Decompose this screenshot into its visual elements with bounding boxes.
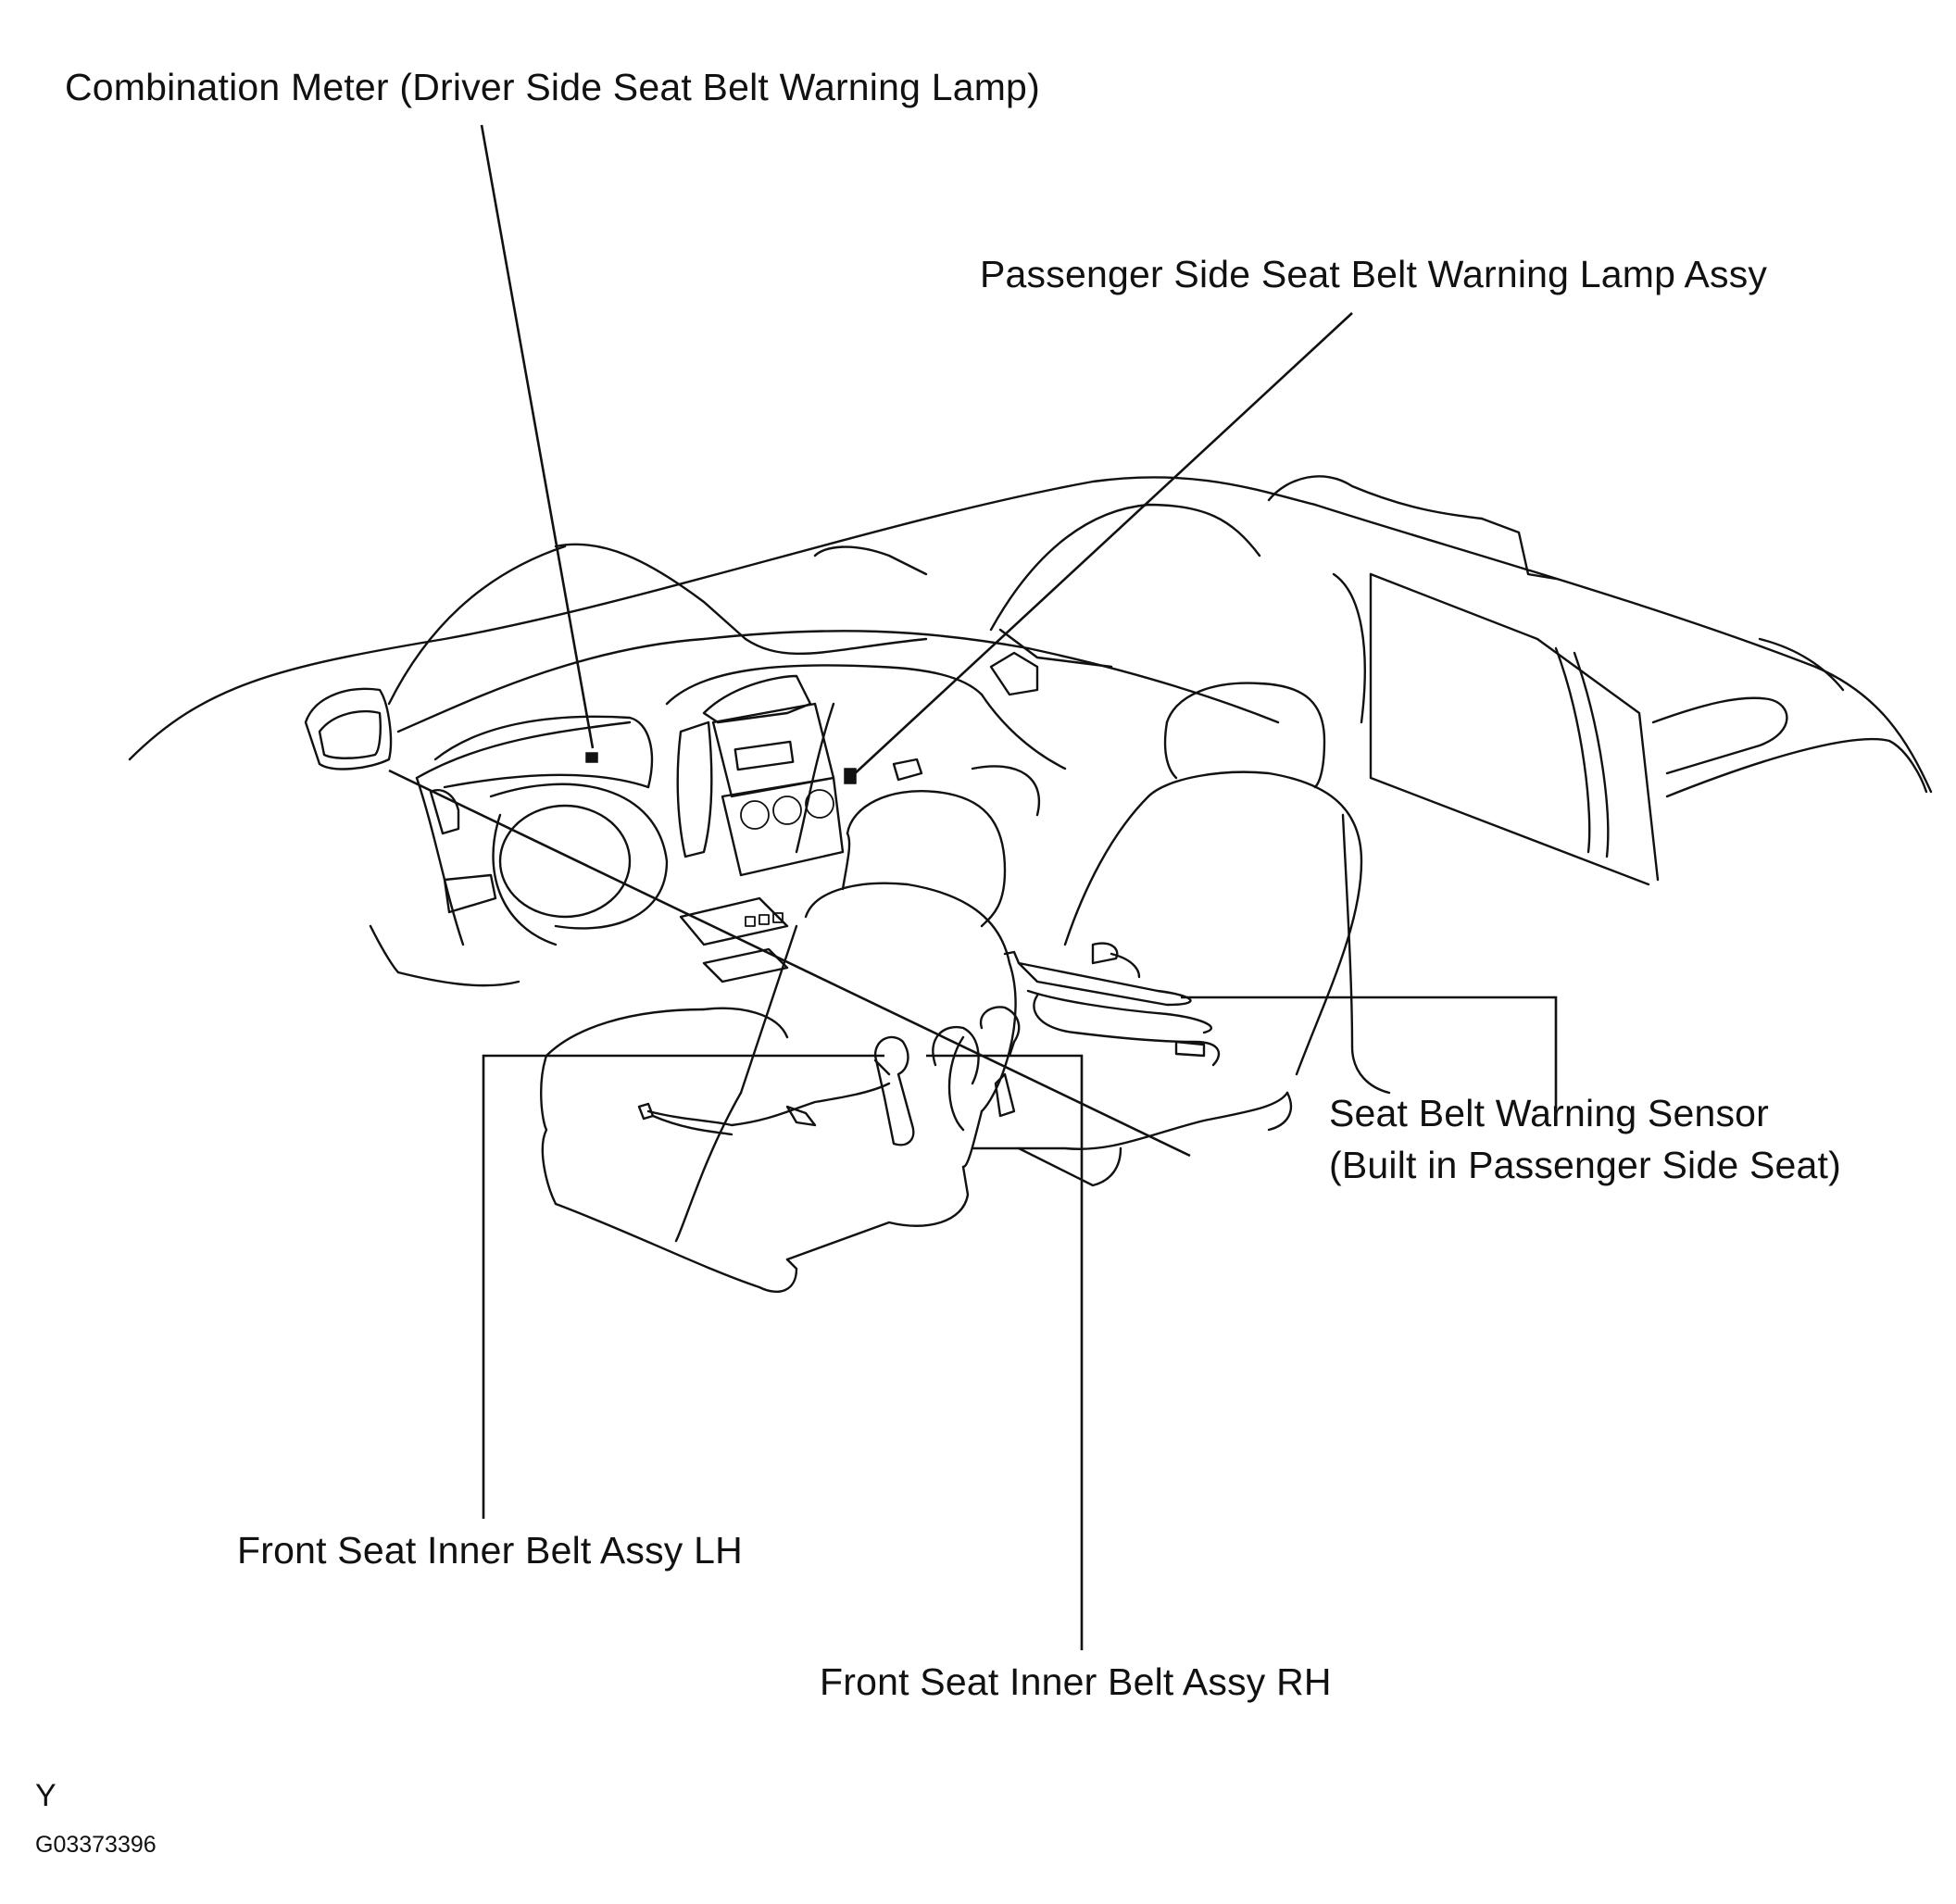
side-mirror xyxy=(304,687,393,770)
leader-combination-meter xyxy=(480,124,595,749)
rear-door xyxy=(1341,572,1660,1095)
leader-lines xyxy=(388,124,1558,1650)
footer-letter: Y xyxy=(35,1778,56,1813)
leader-diagonal xyxy=(388,769,1191,1158)
roof-outline xyxy=(128,475,1933,798)
steering-wheel xyxy=(489,783,669,946)
seat-belt-warning-sensor xyxy=(1003,942,1221,1067)
dashboard xyxy=(369,630,1280,987)
center-console xyxy=(676,674,923,983)
leader-inner-belt-rh xyxy=(926,1054,1084,1650)
label-combination-meter: Combination Meter (Driver Side Seat Belt… xyxy=(65,66,1040,108)
leader-warning-sensor xyxy=(1181,996,1558,1109)
label-warning-sensor-line2: (Built in Passenger Side Seat) xyxy=(1329,1144,1841,1186)
driver-warning-lamp xyxy=(585,752,598,763)
label-warning-sensor-line1: Seat Belt Warning Sensor xyxy=(1329,1092,1770,1134)
driver-belt-buckle xyxy=(637,1035,915,1146)
passenger-seat xyxy=(947,682,1363,1187)
leader-passenger-lamp xyxy=(851,312,1353,777)
instrument-cluster xyxy=(433,715,654,789)
passenger-warning-lamp xyxy=(844,768,857,784)
label-inner-belt-lh: Front Seat Inner Belt Assy LH xyxy=(237,1529,743,1572)
windshield-frame xyxy=(387,503,1366,724)
label-inner-belt-rh: Front Seat Inner Belt Assy RH xyxy=(820,1660,1332,1703)
figure-code: G03373396 xyxy=(35,1832,157,1858)
passenger-belt-buckle xyxy=(932,1006,1021,1118)
leader-inner-belt-lh xyxy=(482,1054,884,1519)
label-passenger-lamp: Passenger Side Seat Belt Warning Lamp As… xyxy=(980,253,1768,295)
